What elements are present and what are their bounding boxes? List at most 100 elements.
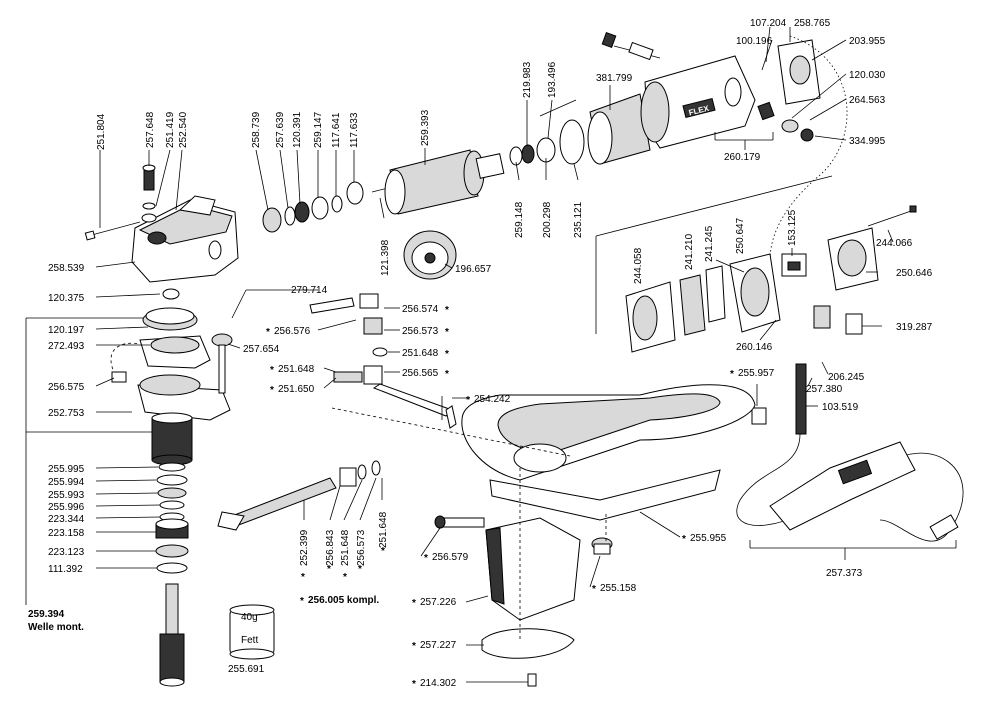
label-381799: 381.799 xyxy=(596,73,633,84)
label-259147: 259.147 xyxy=(313,111,324,148)
label-241210: 241.210 xyxy=(684,233,695,270)
bracket-254242 xyxy=(372,383,457,429)
star-256843: * xyxy=(327,564,331,575)
electrics-group-bracket xyxy=(595,175,833,334)
valve-256565 xyxy=(333,365,383,385)
label-223123: 223.123 xyxy=(48,547,85,558)
washers-257639 xyxy=(284,181,364,226)
label-203955: 203.955 xyxy=(849,36,886,47)
label-fett: Fett xyxy=(241,635,258,646)
label-251650: 251.650 xyxy=(278,384,315,395)
label-255691: 255.691 xyxy=(228,664,265,675)
bracket-257373 xyxy=(749,540,957,560)
cover-250646 xyxy=(827,227,879,291)
star-251648b: * xyxy=(270,365,274,376)
left-bracket-lines xyxy=(25,317,160,605)
bearings-259148 xyxy=(509,99,585,166)
label-193496: 193.496 xyxy=(547,61,558,98)
label-251648d: 251.648 xyxy=(378,511,389,548)
star-256573b: * xyxy=(358,564,362,575)
star-255158: * xyxy=(592,584,596,595)
field-coil-381799 xyxy=(587,93,651,165)
label-251419: 251.419 xyxy=(165,111,176,148)
label-257639: 257.639 xyxy=(275,111,286,148)
filter-241245 xyxy=(705,265,726,323)
label-258539: 258.539 xyxy=(48,263,85,274)
armature-259393 xyxy=(371,149,505,215)
motor-housing: FLEX xyxy=(640,55,756,149)
label-223344: 223.344 xyxy=(48,514,85,525)
label-255957: 255.957 xyxy=(738,368,775,379)
label-255996: 255.996 xyxy=(48,502,85,513)
bearing-stack xyxy=(155,462,189,574)
switch-153125 xyxy=(781,253,807,277)
label-251804: 251.804 xyxy=(96,113,107,150)
label-257648: 257.648 xyxy=(145,111,156,148)
star-252399: * xyxy=(301,572,305,583)
label-250646: 250.646 xyxy=(896,268,933,279)
wire-dotted-top xyxy=(769,35,848,261)
label-219983: 219.983 xyxy=(522,61,533,98)
label-206245: 206.245 xyxy=(828,372,865,383)
star-256574: * xyxy=(445,305,449,316)
label-252753: 252.753 xyxy=(48,408,85,419)
label-235121: 235.121 xyxy=(573,201,584,238)
star-256573: * xyxy=(445,327,449,338)
brush-holder xyxy=(757,101,814,142)
housing-250647 xyxy=(729,253,781,333)
label-255995: 255.995 xyxy=(48,464,85,475)
label-120391: 120.391 xyxy=(292,111,303,148)
label-121398: 121.398 xyxy=(380,239,391,276)
label-241245: 241.245 xyxy=(704,225,715,262)
gear-housing-lower xyxy=(139,335,211,369)
star-256576: * xyxy=(266,327,270,338)
label-256574: 256.574 xyxy=(402,304,439,315)
label-259393: 259.393 xyxy=(420,109,431,146)
star-254242: * xyxy=(466,395,470,406)
part-labels: 251.804 257.648 251.419 252.540 258.739 … xyxy=(28,18,933,689)
label-251648b: 251.648 xyxy=(278,364,315,375)
label-214302: 214.302 xyxy=(420,678,457,689)
label-279714: 279.714 xyxy=(291,285,328,296)
ring-257227 xyxy=(481,628,575,659)
label-250647: 250.647 xyxy=(735,217,746,254)
bearing-258739 xyxy=(262,207,282,233)
gear-head-housing xyxy=(131,195,239,283)
bolt-256579 xyxy=(434,515,485,529)
screw-251804 xyxy=(84,221,141,241)
label-111392: 111.392 xyxy=(48,564,83,575)
spindle-housing xyxy=(137,374,231,466)
star-251648d: * xyxy=(381,546,385,557)
spindle-shaft xyxy=(159,583,185,687)
clip-255957 xyxy=(751,407,767,425)
label-200298: 200.298 xyxy=(542,201,553,238)
star-257226: * xyxy=(412,598,416,609)
dashed-guides xyxy=(331,407,607,640)
brush-cap xyxy=(777,39,821,105)
label-257654: 257.654 xyxy=(243,344,280,355)
star-257227: * xyxy=(412,641,416,652)
bevel-gear xyxy=(142,288,198,331)
plate-241210 xyxy=(679,274,706,336)
switch-257373 xyxy=(769,441,959,540)
star-255957: * xyxy=(730,369,734,380)
label-257227: 257.227 xyxy=(420,640,457,651)
label-196657: 196.657 xyxy=(455,264,492,275)
star-256565: * xyxy=(445,369,449,380)
label-welle: Welle mont. xyxy=(28,622,84,633)
label-255994: 255.994 xyxy=(48,477,85,488)
label-120197: 120.197 xyxy=(48,325,85,336)
label-fett-weight: 40g xyxy=(241,612,258,623)
label-258765: 258.765 xyxy=(794,18,831,29)
grease-can-255691 xyxy=(229,604,275,660)
screw-257648 xyxy=(141,164,157,223)
label-264563: 264.563 xyxy=(849,95,886,106)
shroud-257226 xyxy=(485,517,581,621)
screw-top xyxy=(601,32,661,61)
label-255955: 255.955 xyxy=(690,533,727,544)
label-257380: 257.380 xyxy=(806,384,843,395)
label-257373: 257.373 xyxy=(826,568,863,579)
label-256573b: 256.573 xyxy=(356,529,367,566)
